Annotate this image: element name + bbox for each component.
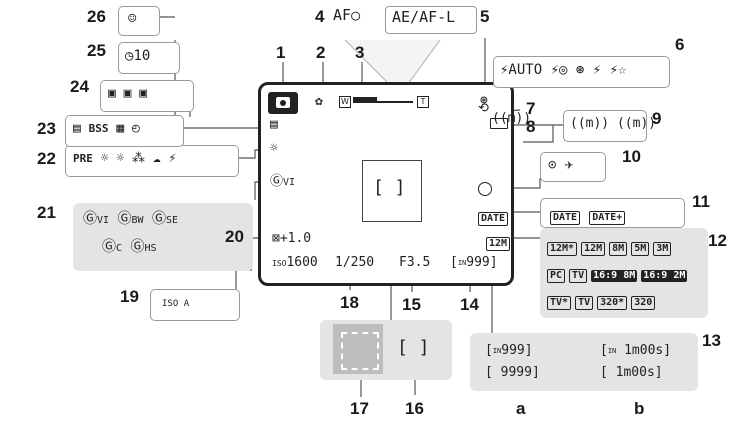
callout-13: 13 [702,331,721,350]
remaining-b1: [IN 1m00s] [600,343,672,358]
focus-area-bracket: [ ] [397,337,430,358]
callout-8: 8 [526,117,536,136]
smile-timer-panel [118,6,160,36]
vr-options: ((m)) ((m)) [570,116,657,131]
exposures-remaining: [IN999] [450,255,498,270]
callout-22: 22 [37,149,56,168]
smile-timer-option: ☺ [128,11,137,27]
callout-23: 23 [37,119,56,138]
shutter-speed: 1/250 [335,255,375,270]
vibration-reduction-panel [563,110,647,142]
iso-options: ISO A [162,299,190,309]
callout-10: 10 [622,147,641,166]
callout-24: 24 [70,77,89,96]
color-options-panel [73,203,253,271]
callout-17: 17 [350,399,369,418]
iso-panel [150,289,240,321]
camera-mode-icon [268,92,298,114]
battery-icon [490,118,508,129]
callout-25: 25 [87,41,106,60]
macro-icon: ✿ [315,94,323,109]
callout-b: b [634,399,645,418]
callout-20: 20 [225,227,244,246]
flash-options: ⚡AUTO ⚡◎ ⊛ ⚡ ⚡☆ [500,62,627,78]
callout-1: 1 [276,43,286,62]
multi-shot-panel [100,80,194,112]
iso-sensitivity: ISO1600 [272,255,318,270]
callout-14: 14 [460,295,479,314]
remaining-count-panel [470,333,698,391]
zoom-indicator: W T [339,95,429,109]
callout-6: 6 [675,35,685,54]
callout-26: 26 [87,7,106,26]
callout-12: 12 [708,231,727,250]
callout-11: 11 [692,192,710,211]
time-zone-options: ⊙ ✈ [548,157,574,173]
color-options-row-1: ⒼVI ⒼBW ⒼSE [83,211,179,227]
continuous-panel [65,115,184,147]
white-balance-icon: ☼ [270,141,278,156]
callout-3: 3 [355,43,365,62]
color-options-icon: ⒼVI [270,174,296,189]
date-imprint-panel [540,198,685,228]
focus-bracket: [ ] [373,177,406,198]
callout-18: 18 [340,293,359,312]
remaining-a1: [IN999] [485,343,533,358]
focus-area-frame [362,160,422,222]
remaining-b2: [ 1m00s] [600,365,663,380]
callout-5: 5 [480,7,490,26]
multi-shot-options: ▣ ▣ ▣ [108,86,148,101]
self-timer-panel [118,42,180,74]
camera-monitor-screen [258,82,514,286]
callout-16: 16 [405,399,424,418]
time-zone-panel [540,152,606,182]
callout-19: 19 [120,287,139,306]
callout-21: 21 [37,203,56,222]
callout-7: 7 [526,99,536,118]
continuous-shooting-icon: ▤ [270,117,278,132]
continuous-options: ▤ BSS ▦ ◴ [73,121,140,136]
af-indicator: AF○ [333,6,361,24]
ae-af-lock-box [385,6,477,34]
motion-detection-icon: ⟲ [478,101,489,116]
ae-af-lock-indicator: AE/AF-L [392,8,456,26]
remaining-a2: [ 9999] [485,365,540,380]
date-not-set-icon [478,182,492,196]
white-balance-options: PRE ☼ ☼ ⁂ ☁ ⚡ [73,151,177,166]
callout-2: 2 [316,43,326,62]
face-priority-bracket [341,332,379,370]
callout-4: 4 [315,7,325,26]
callout-a: a [516,399,526,418]
image-size-tag: 12M [486,231,514,251]
exposure-compensation: ⊠+1.0 [272,231,312,246]
callout-15: 15 [402,295,421,314]
flash-mode-icon: ⊛ [480,93,488,108]
vibration-reduction-icon: ((m)) [492,111,532,126]
date-imprint-tag: DATE [478,206,512,226]
callout-9: 9 [652,109,662,128]
color-options-row-2: ⒼC ⒼHS [102,239,157,255]
self-timer-option: ◷10 [125,48,151,64]
date-imprint-options: DATE DATE+ [550,205,629,225]
flash-mode-panel [493,56,670,88]
aperture-value: F3.5 [399,255,431,270]
